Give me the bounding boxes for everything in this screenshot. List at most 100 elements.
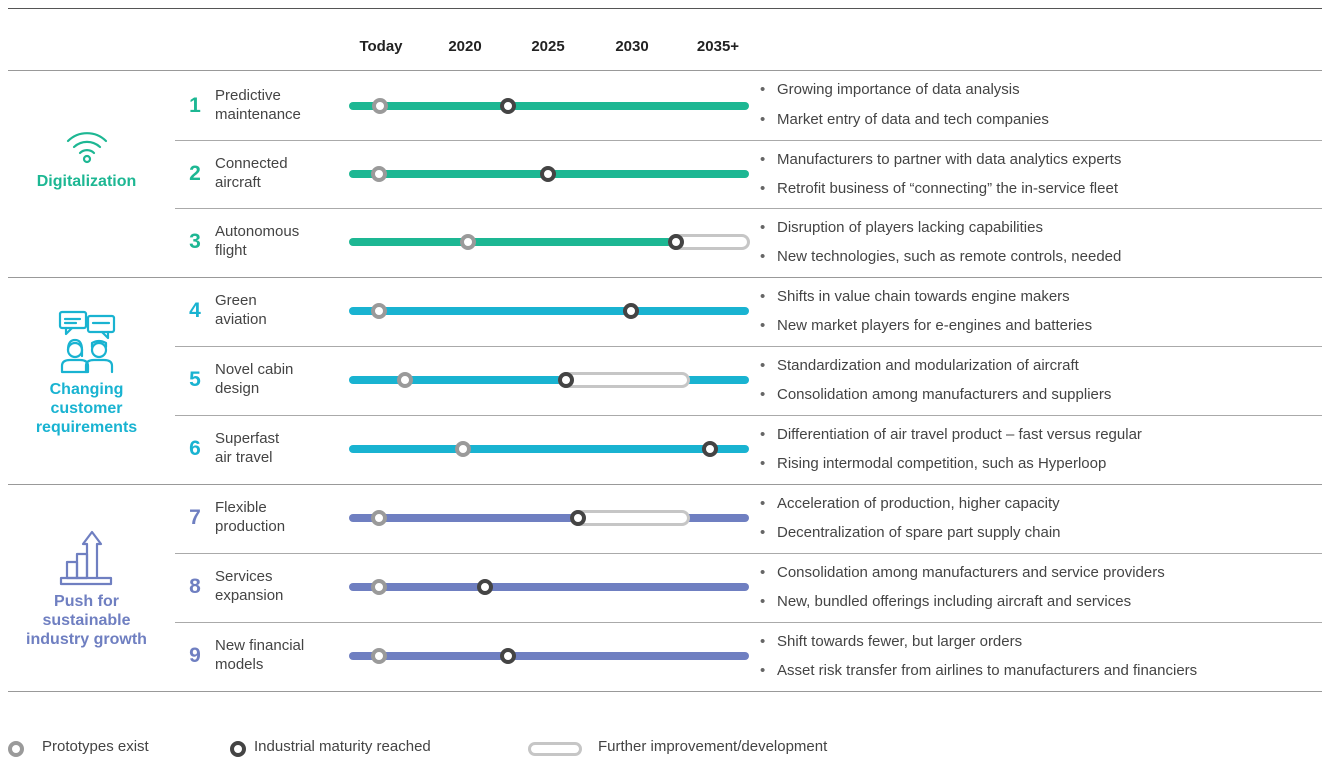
trend-name-line: Green [215,292,257,309]
prototype-marker [397,372,413,388]
legend-development-bar [528,742,582,756]
prototype-marker [371,579,387,595]
year-today: Today [359,38,403,55]
legend-maturity-marker [230,741,246,757]
trend-name-line: Connected [215,155,288,172]
legend-prototype-label: Prototypes exist [42,738,149,755]
row-separator [175,140,1322,141]
impact-bullet: Rising intermodal competition, such as H… [760,455,1106,472]
maturity-marker [540,166,556,182]
year-2035-plus: 2035+ [696,38,740,55]
trend-name-line: production [215,518,286,535]
legend-development-label: Further improvement/development [598,738,828,755]
prototype-marker [455,441,471,457]
trend-name: New financial models [215,636,345,674]
timeline-track [349,445,749,453]
row-separator [175,553,1322,554]
category-industry-growth: Push for sustainable industry growth [8,518,165,649]
trend-number: 2 [189,162,201,185]
legend-prototype-marker [8,741,24,757]
trend-name-line: air travel [215,449,273,466]
trend-name-line: Flexible [215,499,267,516]
timeline-header: Today 2020 2025 2030 2035+ [0,38,800,62]
prototype-marker [460,234,476,250]
maturity-marker [500,98,516,114]
trend-name-line: New financial [215,637,305,654]
impact-bullet: Decentralization of spare part supply ch… [760,524,1060,541]
trend-name: Flexible production [215,498,345,536]
maturity-marker [570,510,586,526]
trend-name-line: expansion [215,587,284,604]
row-separator [175,415,1322,416]
customer-chat-icon [58,310,115,374]
impact-bullet: Market entry of data and tech companies [760,111,1049,128]
trend-name-line: models [215,656,264,673]
timeline-track [349,514,749,522]
top-rule [8,8,1322,9]
trend-number: 4 [189,299,201,322]
impact-bullet: Consolidation among manufacturers and su… [760,386,1111,403]
prototype-marker [371,303,387,319]
trend-name-line: Services [215,568,273,585]
trend-name-line: Predictive [215,87,281,104]
impact-bullet: Growing importance of data analysis [760,81,1020,98]
group-separator [8,70,1322,71]
prototype-marker [371,510,387,526]
growth-chart-icon [59,530,112,586]
trend-name-line: flight [215,242,247,259]
development-bar [570,510,690,526]
maturity-marker [500,648,516,664]
category-label: Changing customer requirements [35,381,138,436]
prototype-marker [371,648,387,664]
prototype-marker [371,166,387,182]
category-label: Digitalization [36,173,137,190]
impact-bullet: Standardization and modularization of ai… [760,357,1079,374]
trend-number: 3 [189,230,201,253]
trend-number: 6 [189,437,201,460]
impact-bullet: New market players for e-engines and bat… [760,317,1092,334]
row-separator [175,208,1322,209]
trend-name-line: aircraft [215,174,261,191]
trend-name-line: design [215,380,260,397]
prototype-marker [372,98,388,114]
trend-number: 5 [189,368,201,391]
timeline-track [349,307,749,315]
trend-name: Services expansion [215,567,345,605]
year-2030: 2030 [615,38,649,55]
maturity-marker [702,441,718,457]
trend-row: 4 Green aviation Shifts in value chain to… [175,279,1322,345]
trend-row: 1 Predictive maintenance Growing importan… [175,74,1322,140]
category-label: Push for sustainable industry growth [26,593,147,648]
impact-bullet: Shift towards fewer, but larger orders [760,633,1022,650]
impact-bullet: Shifts in value chain towards engine mak… [760,288,1070,305]
legend-maturity-label: Industrial maturity reached [254,738,431,755]
category-customer-requirements: Changing customer requirements [8,310,165,437]
trend-number: 1 [189,94,201,117]
maturity-marker [668,234,684,250]
timeline-track [349,238,674,246]
impact-bullet: Retrofit business of “connecting” the in… [760,180,1118,197]
trend-name-line: aviation [215,311,267,328]
category-digitalization: Digitalization [8,128,165,191]
impact-bullet: Differentiation of air travel product – … [760,426,1142,443]
maturity-marker [558,372,574,388]
trend-name-line: maintenance [215,106,301,123]
timeline-track [349,652,749,660]
timeline-track [349,102,749,110]
trend-name: Connected aircraft [215,154,345,192]
impact-bullet: Manufacturers to partner with data analy… [760,151,1121,168]
impact-bullet: New technologies, such as remote control… [760,248,1121,265]
trend-number: 9 [189,644,201,667]
trend-number: 7 [189,506,201,529]
trend-row: 2 Connected aircraft Manufacturers to par… [175,142,1322,208]
impact-bullet: Consolidation among manufacturers and se… [760,564,1165,581]
group-separator [8,484,1322,485]
year-2025: 2025 [531,38,565,55]
maturity-marker [477,579,493,595]
